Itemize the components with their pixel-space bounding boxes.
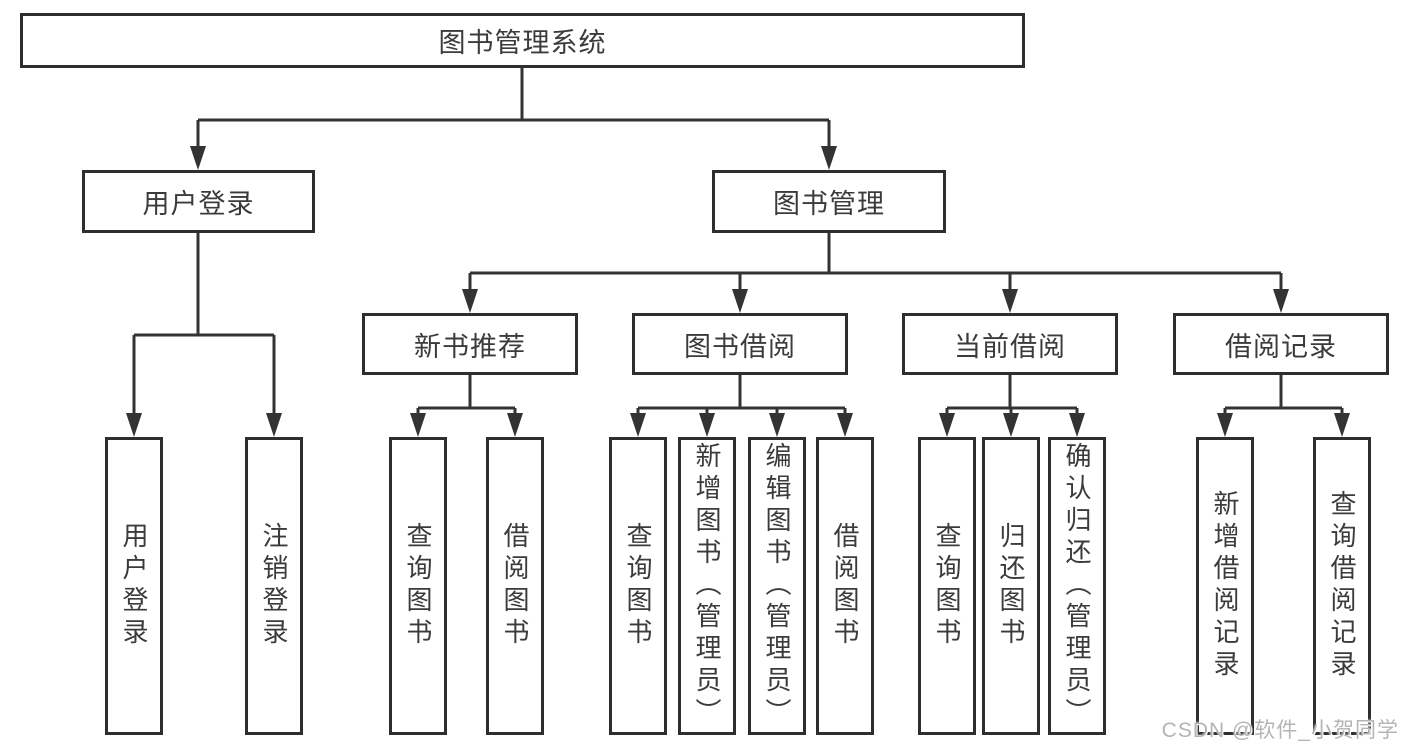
node-user-login-label: 用户登录 (142, 189, 255, 219)
leaf-borrow-edit-books-admin-label: 编辑图书（管理员） (762, 442, 792, 730)
leaf-user-login: 用户登录 (105, 437, 163, 735)
csdn-watermark: CSDN @软件_小贺同学 (1161, 719, 1399, 742)
leaf-borrow-add-books-admin: 新增图书（管理员） (678, 437, 736, 735)
leaf-borrow-borrow-books: 借阅图书 (816, 437, 874, 735)
leaf-recommend-query-books: 查询图书 (389, 437, 447, 735)
node-book-borrow-label: 图书借阅 (684, 331, 796, 362)
node-book-management-label: 图书管理 (773, 189, 885, 219)
leaf-record-add: 新增借阅记录 (1196, 437, 1254, 735)
node-new-book-recommend-label: 新书推荐 (414, 331, 526, 362)
leaf-current-query-books-label: 查询图书 (932, 522, 962, 650)
node-new-book-recommend: 新书推荐 (362, 313, 578, 375)
leaf-current-confirm-return-admin: 确认归还（管理员） (1048, 437, 1106, 735)
arrowheads (126, 146, 1350, 437)
leaf-record-add-label: 新增借阅记录 (1210, 490, 1240, 682)
connector-root-to-level2 (196, 68, 831, 164)
leaf-recommend-query-books-label: 查询图书 (403, 522, 433, 650)
leaf-record-query: 查询借阅记录 (1313, 437, 1371, 735)
leaf-user-login-label: 用户登录 (119, 522, 149, 650)
leaf-recommend-borrow-books-label: 借阅图书 (500, 522, 530, 650)
leaf-logout-label: 注销登录 (259, 522, 289, 650)
leaf-borrow-query-books-label: 查询图书 (623, 522, 653, 650)
node-borrow-records: 借阅记录 (1173, 313, 1389, 375)
leaf-current-query-books: 查询图书 (918, 437, 976, 735)
node-borrow-records-label: 借阅记录 (1225, 331, 1337, 362)
leaf-current-confirm-return-admin-label: 确认归还（管理员） (1062, 442, 1092, 730)
leaf-borrow-add-books-admin-label: 新增图书（管理员） (692, 442, 722, 730)
connector-record-to-leaves (1223, 375, 1344, 431)
node-root-label: 图书管理系统 (438, 28, 607, 58)
connector-mgmt-to-level3 (468, 233, 1283, 307)
node-book-management: 图书管理 (712, 170, 946, 233)
leaf-recommend-borrow-books: 借阅图书 (486, 437, 544, 735)
connector-recommend-to-leaves (416, 375, 517, 431)
leaf-current-return-books-label: 归还图书 (996, 522, 1026, 650)
leaf-borrow-edit-books-admin: 编辑图书（管理员） (748, 437, 806, 735)
leaf-borrow-borrow-books-label: 借阅图书 (830, 522, 860, 650)
leaf-logout: 注销登录 (245, 437, 303, 735)
leaf-record-query-label: 查询借阅记录 (1327, 490, 1357, 682)
node-current-borrow: 当前借阅 (902, 313, 1118, 375)
node-book-borrow: 图书借阅 (632, 313, 848, 375)
leaf-current-return-books: 归还图书 (982, 437, 1040, 735)
node-root: 图书管理系统 (20, 13, 1025, 68)
connector-borrow-to-leaves (636, 375, 847, 431)
node-current-borrow-label: 当前借阅 (954, 331, 1066, 362)
connector-user-login-to-leaves (132, 233, 276, 431)
node-user-login: 用户登录 (82, 170, 315, 233)
leaf-borrow-query-books: 查询图书 (609, 437, 667, 735)
